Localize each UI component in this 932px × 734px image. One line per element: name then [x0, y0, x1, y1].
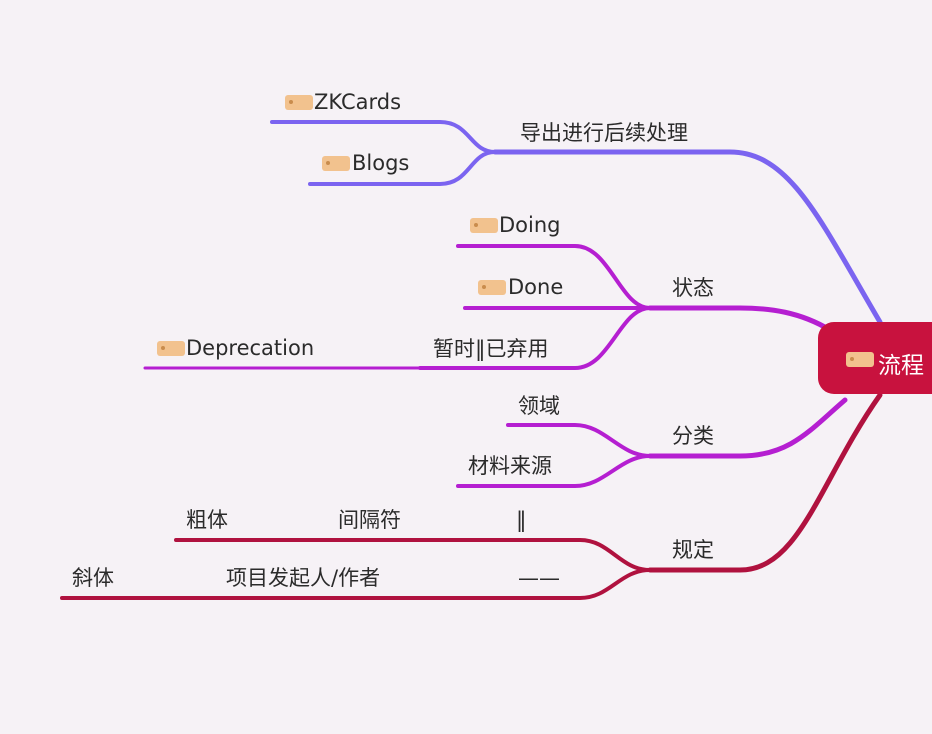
rule-symbol-separator[interactable]: ‖ [516, 508, 527, 532]
rule-style-bold[interactable]: 粗体 [186, 508, 228, 532]
connector-status-doing [456, 244, 652, 310]
tag-icon [322, 156, 350, 171]
connector-export-blogs [308, 150, 497, 186]
root-topic-label: 流程 [878, 353, 924, 379]
topic-deprecation[interactable]: Deprecation [186, 336, 315, 360]
rule-symbol-dash[interactable]: —— [518, 566, 560, 590]
connector-root-export [492, 149, 883, 325]
tag-icon [846, 352, 874, 367]
topic-category[interactable]: 分类 [672, 424, 714, 448]
rule-meaning-separator[interactable]: 间隔符 [338, 508, 401, 532]
topic-done[interactable]: Done [508, 275, 564, 299]
topic-zkcards[interactable]: ZKCards [314, 90, 402, 114]
connector-export-zkcards [270, 120, 497, 154]
tag-icon [285, 95, 313, 110]
rule-style-italic[interactable]: 斜体 [72, 566, 114, 590]
connector-category-source [456, 454, 652, 488]
connector-category-domain [506, 423, 652, 458]
topic-deprecated[interactable]: 暂时‖已弃用 [433, 337, 549, 361]
rule-meaning-author[interactable]: 项目发起人/作者 [226, 566, 381, 590]
tag-icon [478, 280, 506, 295]
topic-doing[interactable]: Doing [499, 213, 561, 237]
tag-icon [470, 218, 498, 233]
connector-rules-row2 [60, 568, 652, 600]
topic-material-source[interactable]: 材料来源 [468, 454, 552, 478]
topic-export[interactable]: 导出进行后续处理 [520, 121, 688, 145]
root-topic[interactable] [818, 322, 932, 394]
topic-status[interactable]: 状态 [672, 276, 714, 300]
connector-root-status [647, 305, 833, 333]
topic-blogs[interactable]: Blogs [352, 151, 410, 175]
topic-domain[interactable]: 领域 [518, 394, 560, 418]
connector-root-rules [647, 392, 883, 573]
connector-status-deprecated [418, 306, 652, 370]
topic-rules[interactable]: 规定 [672, 538, 714, 562]
connector-root-category [647, 397, 848, 459]
tag-icon [157, 341, 185, 356]
connector-rules-row1 [174, 538, 652, 572]
